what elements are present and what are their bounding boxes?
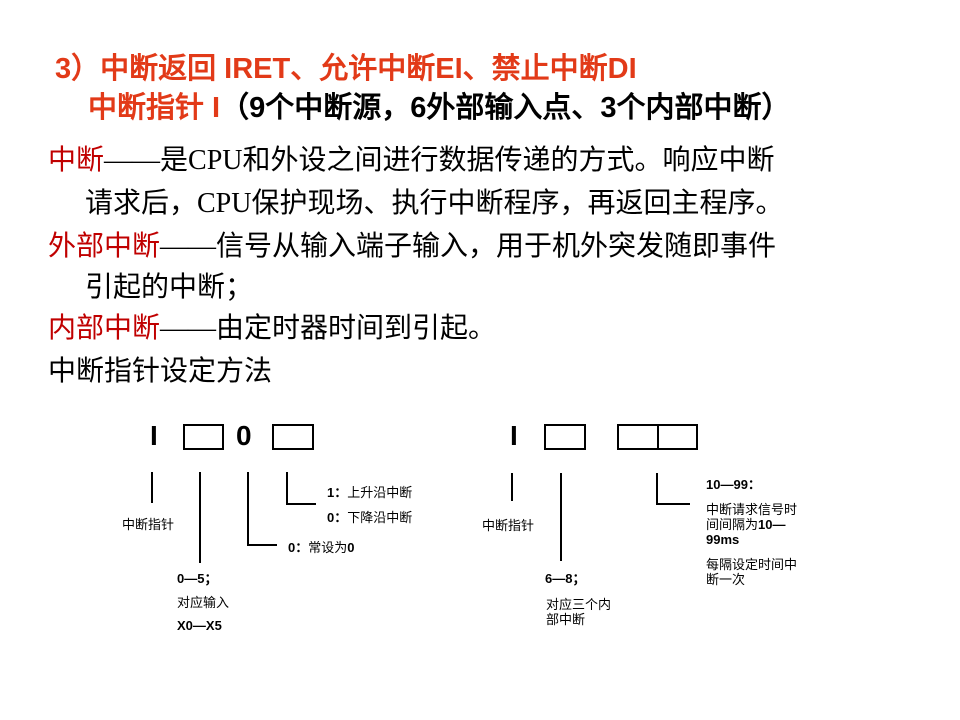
interval-desc-line2-num: 10— [758,517,786,532]
body-paragraph-external-line2: 引起的中断； [85,272,254,303]
left-zero-connector-vline [247,472,249,546]
left-zero-symbol: 0 [236,420,252,451]
right-i-symbol: I [510,420,518,451]
right-interval-description: 中断请求信号时 间间隔为10— 99ms [706,502,797,547]
double-box-divider [656,426,659,448]
left-falling-edge-num: 0： [327,510,348,525]
left-const-zero-text: 常设为 [308,540,348,555]
left-range-inputs-label: X0—X5 [177,618,222,633]
interval-desc-line3: 99ms [706,532,740,547]
left-rising-edge-text: 上升沿中断 [347,485,413,500]
right-interval-heading: 10—99： [706,477,761,492]
body-p2-rest: ——信号从输入端子输入，用于机外突发随即事件 [160,231,777,262]
left-const-zero-label: 0：常设为0 [288,540,354,555]
slide-title-line1: 3）中断返回 IRET、允许中断EI、禁止中断DI [55,53,637,85]
left-falling-edge-text: 下降沿中断 [347,510,413,525]
title-line2-black: （9个中断源，6外部输入点、3个内部中断） [220,92,791,124]
left-rising-edge-num: 1： [327,485,348,500]
right-box1-connector-line [560,473,562,561]
left-i-connector-line [151,472,153,503]
left-box1-connector-line [199,472,201,563]
right-range-desc-line2: 部中断 [546,612,586,627]
right-i-connector-line [511,473,513,501]
body-p3-lead: 内部中断 [48,313,161,344]
title-line2-red: 中断指针 I [88,92,221,124]
right-pointer-number-box [544,424,586,450]
right-dbox-connector-hline [656,503,690,505]
left-range-label: 0—5； [177,571,218,586]
left-pointer-label: 中断指针 [122,517,175,532]
repeat-desc-line1: 每隔设定时间中 [706,557,798,572]
body-paragraph-internal: 内部中断——由定时器时间到引起。 [48,306,496,346]
left-box2-connector-hline [286,503,316,505]
body-p1-lead: 中断 [48,145,105,176]
right-range-desc: 对应三个内 部中断 [546,597,611,627]
left-falling-edge-label: 0：下降沿中断 [327,510,412,525]
interval-desc-line2: 间间隔为10— [706,517,797,532]
slide-title-line2: 中断指针 I（9个中断源，6外部输入点、3个内部中断） [88,84,791,126]
left-i-symbol: I [150,420,158,451]
repeat-desc-line2: 断一次 [706,572,746,587]
right-interval-double-box [617,424,698,450]
left-edge-select-box [272,424,314,450]
left-zero-connector-hline [247,544,277,546]
right-repeat-description: 每隔设定时间中 断一次 [706,557,797,587]
right-pointer-label: 中断指针 [482,518,535,533]
interval-desc-line1: 中断请求信号时 [706,502,798,517]
left-pointer-number-box [183,424,224,450]
body-paragraph-interrupt-line1: 中断——是CPU和外设之间进行数据传递的方式。响应中断 [48,138,775,178]
right-range-desc-line1: 对应三个内 [546,597,612,612]
right-range-label: 6—8； [545,571,586,586]
body-p3-rest: ——由定时器时间到引起。 [160,313,497,344]
body-paragraph-external-line1: 外部中断——信号从输入端子输入，用于机外突发随即事件 [48,224,776,264]
right-dbox-connector-vline [656,473,658,505]
left-range-desc: 对应输入 [177,595,230,610]
body-paragraph-interrupt-line2: 请求后，CPU保护现场、执行中断程序，再返回主程序。 [85,188,784,219]
body-paragraph-method: 中断指针设定方法 [48,356,273,387]
left-const-zero-num2: 0 [347,540,355,555]
body-p2-lead: 外部中断 [48,231,161,262]
interval-desc-line2-text: 间间隔为 [706,517,759,532]
left-box2-connector-vline [286,472,288,505]
body-p1-rest: ——是CPU和外设之间进行数据传递的方式。响应中断 [104,145,775,176]
left-rising-edge-label: 1：上升沿中断 [327,485,412,500]
left-const-zero-num: 0： [288,540,309,555]
